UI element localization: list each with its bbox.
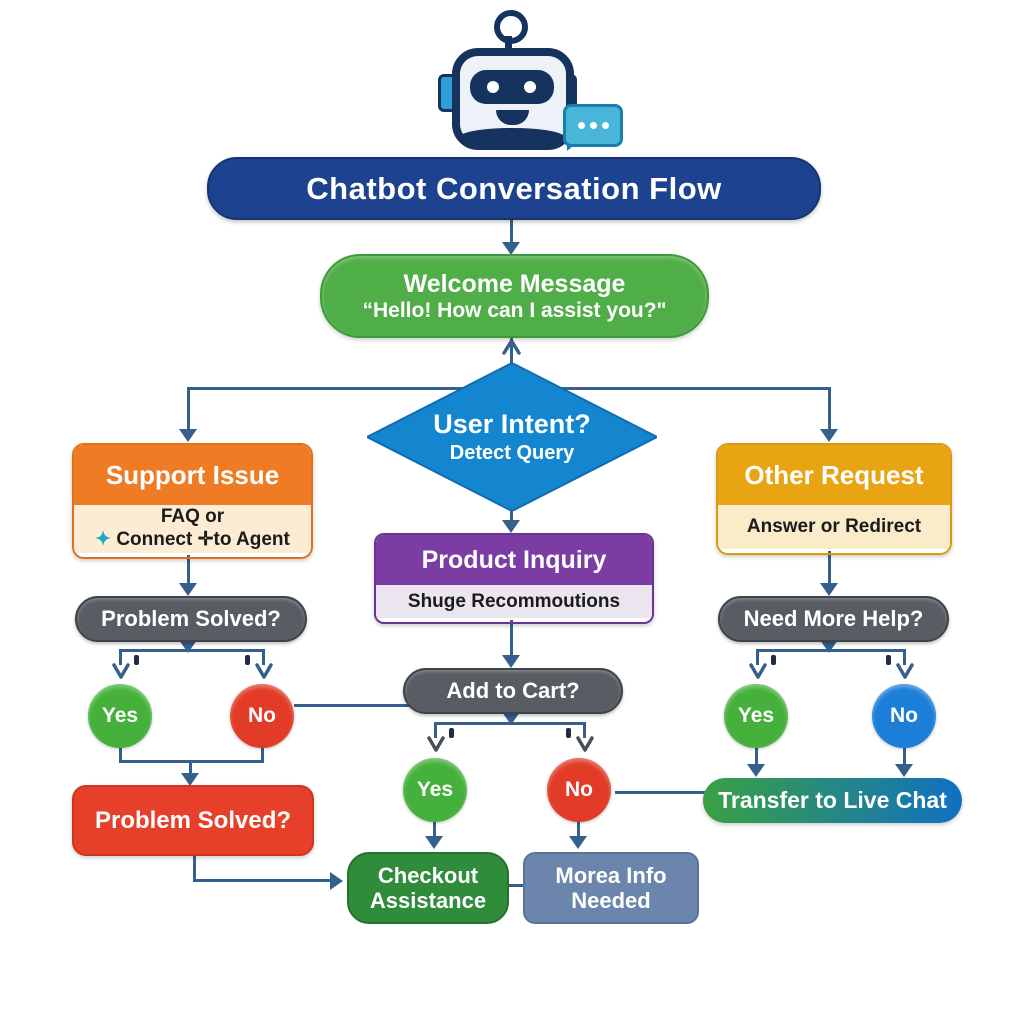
arrowhead-down-icon	[820, 583, 838, 596]
chevron-down-icon	[112, 663, 130, 679]
connector-line	[434, 722, 586, 725]
connector-line	[828, 551, 831, 585]
connector-line	[193, 879, 331, 882]
node-more-info-needed: Morea Info Needed	[523, 852, 699, 924]
connector-line	[294, 704, 414, 707]
more-info-line2: Needed	[571, 888, 651, 913]
welcome-subtitle: “Hello! How can I assist you?"	[362, 298, 667, 322]
node-checkout-assistance: Checkout Assistance	[347, 852, 509, 924]
support-issue-line1: FAQ or	[160, 506, 225, 528]
arrowhead-down-icon	[425, 836, 443, 849]
arrowhead-right-icon	[330, 872, 343, 890]
connector-line	[261, 748, 264, 762]
arrowhead-down-icon	[747, 764, 765, 777]
connector-line	[510, 216, 513, 244]
support-issue-line2-wrap: ✦ Connect ✛to Agent	[95, 529, 290, 552]
connector-line	[510, 334, 513, 368]
chevron-down-icon	[749, 663, 767, 679]
arrowhead-down-icon	[502, 520, 520, 533]
connector-line	[577, 820, 580, 840]
connector-line	[193, 852, 196, 882]
product-inquiry-body: Shuge Recommoutions	[376, 585, 652, 618]
welcome-title: Welcome Message	[403, 269, 626, 298]
connector-line	[755, 748, 758, 768]
support-issue-body: FAQ or ✦ Connect ✛to Agent	[74, 505, 311, 553]
checkout-line1: Checkout	[377, 862, 479, 888]
arrowhead-down-icon	[502, 242, 520, 255]
decision-no-right: No	[872, 684, 936, 748]
robot-visor-icon	[470, 70, 554, 104]
speech-bubble-icon	[563, 104, 623, 147]
decision-no-center: No	[547, 758, 611, 822]
arrowhead-down-icon	[181, 773, 199, 786]
sparkle-icon: ✦	[95, 529, 112, 550]
connector-line	[187, 387, 190, 431]
node-support-issue: Support Issue FAQ or ✦ Connect ✛to Agent	[72, 443, 313, 559]
node-transfer-live-chat: Transfer to Live Chat	[703, 778, 962, 823]
robot-eye-right-icon	[524, 81, 536, 93]
connector-line	[434, 722, 437, 738]
connector-line	[615, 791, 707, 794]
decision-yes-center: Yes	[403, 758, 467, 822]
other-request-body: Answer or Redirect	[718, 505, 950, 549]
arrowhead-down-icon	[895, 764, 913, 777]
connector-line	[505, 884, 523, 887]
tick-mark-icon	[566, 728, 571, 738]
tick-mark-icon	[449, 728, 454, 738]
diagram-title: Chatbot Conversation Flow	[207, 157, 821, 220]
tick-mark-icon	[886, 655, 891, 665]
connector-line	[756, 649, 906, 652]
checkout-line2: Assistance	[369, 888, 487, 913]
tick-mark-icon	[134, 655, 139, 665]
chevron-up-icon	[502, 339, 521, 355]
robot-antenna-stem-icon	[505, 36, 512, 52]
connector-line	[433, 820, 436, 840]
connector-line	[756, 649, 759, 665]
decision-no-left: No	[230, 684, 294, 748]
connector-line	[119, 748, 122, 762]
arrowhead-down-icon	[820, 429, 838, 442]
arrowhead-down-icon	[179, 583, 197, 596]
connector-line	[828, 387, 831, 431]
decision-yes-right: Yes	[724, 684, 788, 748]
chevron-down-icon	[427, 736, 445, 752]
connector-line	[903, 748, 906, 768]
node-problem-solved-pill: Problem Solved?	[75, 596, 307, 642]
support-issue-title: Support Issue	[74, 445, 311, 505]
arrowhead-down-icon	[502, 655, 520, 668]
decision-yes-left: Yes	[88, 684, 152, 748]
support-issue-line2: Connect ✛to Agent	[116, 529, 290, 550]
connector-line	[119, 649, 122, 665]
node-need-more-help: Need More Help?	[718, 596, 949, 642]
connector-line	[119, 649, 265, 652]
arrowhead-down-icon	[502, 712, 520, 725]
arrowhead-down-icon	[179, 429, 197, 442]
chevron-down-icon	[576, 736, 594, 752]
tick-mark-icon	[771, 655, 776, 665]
chevron-down-icon	[255, 663, 273, 679]
more-info-line1: Morea Info	[555, 862, 667, 888]
connector-line	[187, 555, 190, 585]
arrowhead-down-icon	[569, 836, 587, 849]
tick-mark-icon	[245, 655, 250, 665]
node-user-intent-diamond	[367, 363, 657, 511]
connector-line	[583, 722, 586, 738]
node-welcome-message: Welcome Message “Hello! How can I assist…	[320, 254, 709, 338]
node-product-inquiry: Product Inquiry Shuge Recommoutions	[374, 533, 654, 624]
chevron-down-icon	[896, 663, 914, 679]
other-request-title: Other Request	[718, 445, 950, 505]
robot-eye-left-icon	[487, 81, 499, 93]
node-add-to-cart: Add to Cart?	[403, 668, 623, 714]
diagram-title-text: Chatbot Conversation Flow	[306, 170, 722, 206]
connector-line	[903, 649, 906, 665]
connector-line	[189, 760, 192, 776]
robot-base-icon	[460, 128, 564, 146]
connector-line	[510, 505, 513, 527]
product-inquiry-title: Product Inquiry	[376, 535, 652, 585]
robot-mouth-icon	[496, 110, 529, 125]
node-other-request: Other Request Answer or Redirect	[716, 443, 952, 555]
node-problem-solved-box: Problem Solved?	[72, 785, 314, 856]
connector-line	[510, 620, 513, 662]
connector-line	[262, 649, 265, 665]
